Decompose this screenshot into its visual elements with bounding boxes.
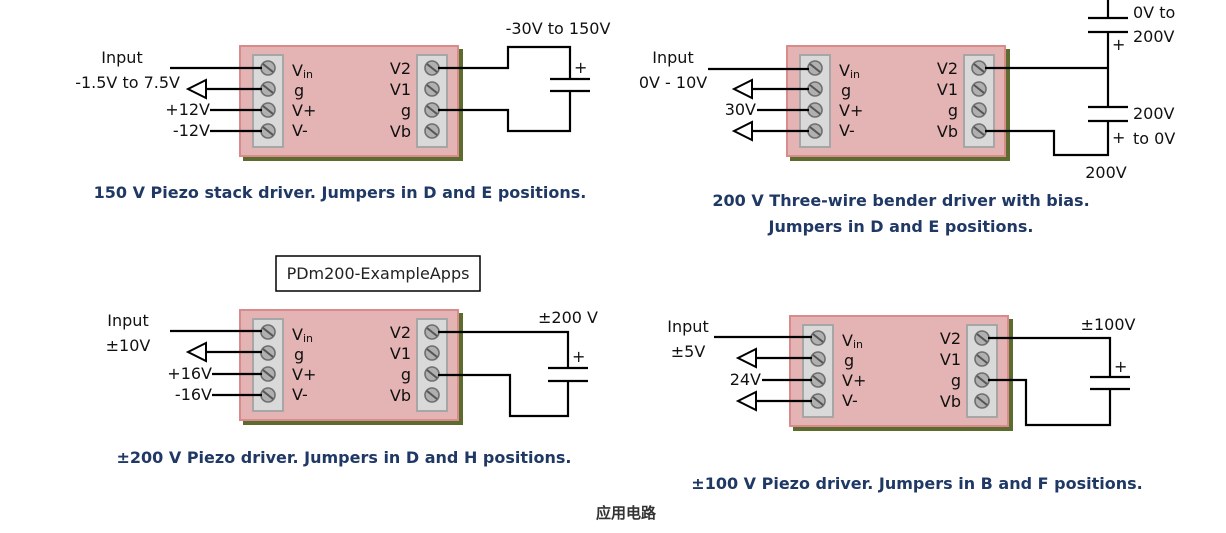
caption: ±100 V Piezo driver. Jumpers in B and F … [691,474,1142,493]
input-label: Input [652,48,693,67]
vplus-label: +16V [167,364,212,383]
pin-v2: V2 [937,59,958,78]
input-range: ±5V [671,342,706,361]
pin-g: g [844,351,854,370]
v2-wire [438,330,570,367]
circuit-3: Vin g V+ V- V2 V1 g Vb Input ±10V +16V -… [106,308,598,467]
pin-vplus: V+ [292,365,316,384]
screws [810,330,990,409]
ground-arrow-icon [731,120,753,142]
vplus-label: 24V [730,370,761,389]
example-apps-tag: PDm200-ExampleApps [275,255,481,292]
input-label: Input [667,317,708,336]
pin-vminus: V- [292,121,308,140]
v2-wire [988,336,1112,377]
pin-vplus: V+ [842,371,866,390]
input-label: Input [107,311,148,330]
cap-bottom-polarity: + [1112,128,1125,147]
pin-g: g [841,81,851,100]
pin-v1: V1 [937,80,958,99]
ground-arrow-icon [735,390,757,412]
g-wire [438,373,570,418]
pin-vminus: V- [292,385,308,404]
capacitor-icon [548,366,588,383]
g-wire [988,378,1112,427]
ground-arrow-icon [731,78,753,100]
pin-v2: V2 [940,329,961,348]
pin-g: g [294,345,304,364]
input-label: Input [101,48,142,67]
pin-v2: V2 [390,323,411,342]
circuit-4: Vin g V+ V- V2 V1 g Vb Input ±5V 24V + ±… [667,315,1143,493]
vplus-label: 30V [725,100,756,119]
output-label-5: 200V [1085,163,1127,182]
pin-vb: Vb [390,386,411,405]
pin-v1: V1 [940,350,961,369]
ground-arrow-icon [185,341,207,363]
screws [260,60,440,139]
screws [260,324,440,403]
ground-arrow-icon [185,78,207,100]
cap-top-polarity: + [1112,35,1125,54]
pin-g2: g [401,365,411,384]
page-title: 应用电路 [596,504,657,522]
pin-g: g [294,81,304,100]
capacitor-icon [1090,375,1130,391]
output-range: ±200 V [538,308,598,327]
pin-vminus: V- [839,121,855,140]
output-label-1: 0V to [1133,3,1175,22]
pin-v1: V1 [390,344,411,363]
pin-vb: Vb [937,122,958,141]
input-range: -1.5V to 7.5V [75,73,180,92]
pin-vplus: V+ [292,101,316,120]
caption-line-2: Jumpers in D and E positions. [768,217,1034,236]
input-range: ±10V [106,336,151,355]
cap-polarity: + [574,58,587,77]
pin-g2: g [951,371,961,390]
vminus-label: -12V [173,121,210,140]
screws [807,60,987,139]
pin-vminus: V- [842,391,858,410]
ground-arrow-icon [735,347,757,369]
tag-text: PDm200-ExampleApps [287,264,470,283]
pin-vplus: V+ [839,101,863,120]
pin-g2: g [948,101,958,120]
vminus-label: -16V [175,385,212,404]
cap-polarity: + [572,347,585,366]
bias-wire [985,0,1110,157]
caption: ±200 V Piezo driver. Jumpers in D and H … [117,448,572,467]
capacitor-icon [550,77,590,93]
output-range: -30V to 150V [506,19,611,38]
caption: 150 V Piezo stack driver. Jumpers in D a… [94,183,587,202]
pin-vb: Vb [390,122,411,141]
capacitor-top-icon [1088,16,1128,34]
caption-line-1: 200 V Three-wire bender driver with bias… [712,191,1089,210]
output-label-2: 200V [1133,27,1175,46]
circuit-1: Vin g V+ V- V2 V1 g Vb Input -1.5V to 7.… [75,19,610,202]
g-wire [438,92,572,133]
output-label-4: to 0V [1133,129,1175,148]
capacitor-bottom-icon [1088,105,1128,123]
output-range: ±100V [1081,315,1136,334]
output-label-3: 200V [1133,104,1175,123]
cap-polarity: + [1114,357,1127,376]
circuit-2: Vin g V+ V- V2 V1 g Vb Input 0V - 10V 30… [639,0,1175,236]
pin-v2: V2 [390,59,411,78]
v2-wire [438,45,572,78]
pin-v1: V1 [390,80,411,99]
pin-g2: g [401,101,411,120]
input-range: 0V - 10V [639,73,707,92]
vplus-label: +12V [165,100,210,119]
pin-vb: Vb [940,392,961,411]
